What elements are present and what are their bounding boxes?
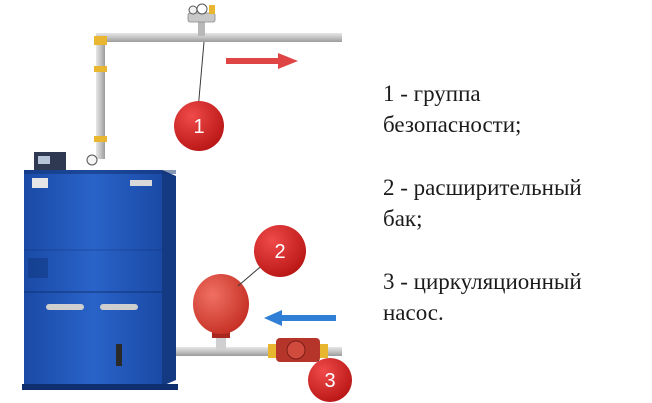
arrow-right-icon [226,53,298,69]
svg-text:3: 3 [324,370,335,392]
circulation-pump [268,338,328,369]
legend-item-line: насос. [383,300,444,325]
legend-item-safety-group: 1 - группа безопасности; [383,78,645,140]
legend-item-line: безопасности; [383,112,522,137]
safety-group [187,3,216,111]
svg-text:2: 2 [274,241,285,263]
callout-3-badge: 3 [308,358,352,402]
legend-item-circulation-pump: 3 - циркуляционный насос. [383,266,645,328]
svg-text:1: 1 [193,116,204,138]
legend-item-line: 1 - группа [383,81,481,106]
arrow-left-icon [264,310,336,326]
boiler [22,152,178,390]
legend: 1 - группа безопасности; 2 - расширитель… [383,78,645,328]
legend-item-line: бак; [383,206,423,231]
legend-item-line: 3 - циркуляционный [383,269,582,294]
supply-pipe [94,33,342,159]
callout-2-badge: 2 [254,225,306,277]
legend-item-line: 2 - расширительный [383,175,582,200]
return-pipe [160,347,342,356]
legend-item-expansion-tank: 2 - расширительный бак; [383,172,645,234]
callout-1-badge: 1 [174,101,224,151]
expansion-tank [193,261,267,350]
